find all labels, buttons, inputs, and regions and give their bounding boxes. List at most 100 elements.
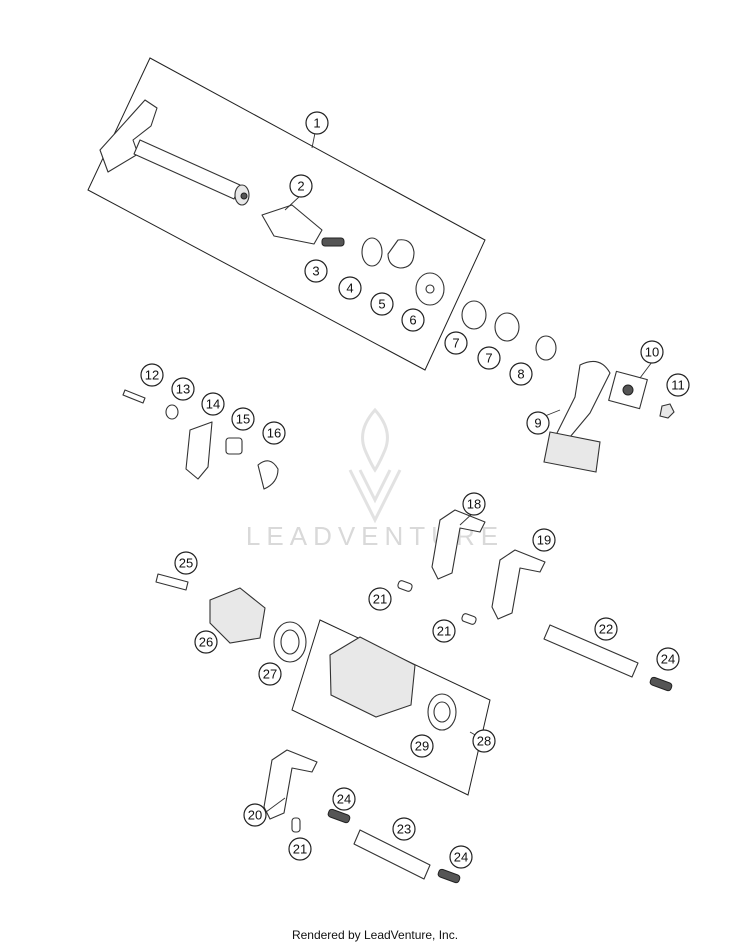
callout-7a: 7 — [444, 331, 468, 355]
callout-2: 2 — [289, 174, 313, 198]
shift-drum-part — [329, 636, 416, 718]
spring-part-24b — [327, 808, 351, 824]
callout-14: 14 — [201, 392, 225, 416]
svg-text:2: 2 — [297, 179, 304, 194]
svg-text:16: 16 — [267, 426, 281, 441]
spring-part-5 — [387, 239, 415, 269]
svg-text:5: 5 — [378, 297, 385, 312]
assembly-frame-1 — [87, 57, 486, 371]
pin-part-21c — [291, 817, 301, 833]
svg-text:9: 9 — [534, 416, 541, 431]
callout-9: 9 — [526, 411, 550, 435]
svg-text:29: 29 — [415, 739, 429, 754]
callout-21b: 21 — [432, 619, 456, 643]
rod-part-22 — [543, 624, 639, 678]
shift-lever-part — [543, 360, 611, 473]
bolt-part-11 — [659, 403, 675, 419]
svg-text:7: 7 — [485, 351, 492, 366]
svg-text:3: 3 — [312, 264, 319, 279]
callout-26: 26 — [194, 630, 218, 654]
callout-13: 13 — [171, 377, 195, 401]
svg-text:28: 28 — [477, 734, 491, 749]
callout-12: 12 — [140, 363, 164, 387]
callout-20: 20 — [243, 803, 267, 827]
svg-text:21: 21 — [293, 842, 307, 857]
spring-part-24a — [649, 676, 673, 692]
svg-text:20: 20 — [248, 808, 262, 823]
rod-part-23 — [353, 829, 431, 880]
svg-text:26: 26 — [199, 635, 213, 650]
svg-text:10: 10 — [645, 345, 659, 360]
svg-text:8: 8 — [517, 367, 524, 382]
callout-29: 29 — [410, 734, 434, 758]
callout-23: 23 — [392, 817, 416, 841]
callout-16: 16 — [262, 421, 286, 445]
svg-text:6: 6 — [409, 313, 416, 328]
svg-text:19: 19 — [537, 533, 551, 548]
callout-3: 3 — [304, 259, 328, 283]
assembly-frame-28 — [291, 619, 491, 796]
svg-text:21: 21 — [437, 624, 451, 639]
spring-part-16 — [257, 460, 279, 490]
svg-text:27: 27 — [263, 667, 277, 682]
callout-10: 10 — [640, 340, 664, 364]
callout-11: 11 — [666, 373, 690, 397]
callout-28: 28 — [472, 729, 496, 753]
shift-shaft-part — [99, 99, 250, 206]
svg-text:21: 21 — [373, 592, 387, 607]
pin-part-21b — [461, 613, 477, 625]
callout-18: 18 — [462, 492, 486, 516]
callout-7b: 7 — [477, 346, 501, 370]
svg-text:24: 24 — [454, 850, 468, 865]
svg-text:1: 1 — [313, 116, 320, 131]
svg-text:24: 24 — [337, 792, 351, 807]
bushing-part-15 — [225, 437, 243, 455]
svg-text:15: 15 — [236, 412, 250, 427]
svg-text:24: 24 — [661, 652, 675, 667]
callout-1: 1 — [305, 111, 329, 135]
svg-text:14: 14 — [206, 397, 220, 412]
bearing-part-8 — [535, 335, 557, 361]
callout-25: 25 — [174, 551, 198, 575]
lever-part-14 — [185, 421, 213, 480]
callout-21c: 21 — [288, 837, 312, 861]
svg-text:11: 11 — [671, 378, 685, 393]
collar-part-4 — [361, 237, 383, 267]
washer-part-13 — [165, 404, 179, 420]
callout-19: 19 — [532, 528, 556, 552]
svg-text:4: 4 — [346, 281, 353, 296]
shift-fork-part-18 — [431, 509, 486, 580]
callout-24a: 24 — [656, 647, 680, 671]
callout-27: 27 — [258, 662, 282, 686]
svg-text:7: 7 — [452, 336, 459, 351]
callout-21a: 21 — [368, 587, 392, 611]
shift-drum-cam-part-26 — [209, 587, 266, 644]
bushing-part-7a — [461, 300, 487, 330]
plate-part — [261, 204, 323, 245]
svg-text:18: 18 — [467, 497, 481, 512]
spring-part-24c — [437, 868, 461, 884]
svg-text:13: 13 — [176, 382, 190, 397]
callout-8: 8 — [509, 362, 533, 386]
callout-24b: 24 — [332, 787, 356, 811]
shift-fork-part-19 — [491, 549, 546, 620]
watermark-logo-icon — [348, 407, 402, 524]
callout-5: 5 — [370, 292, 394, 316]
footer-credit: Rendered by LeadVenture, Inc. — [291, 928, 459, 942]
pin-part-21a — [397, 580, 413, 592]
bushing-part-7b — [494, 312, 520, 342]
bolt-part-12 — [122, 389, 146, 404]
callout-22: 22 — [594, 617, 618, 641]
callout-15: 15 — [231, 407, 255, 431]
svg-text:23: 23 — [397, 822, 411, 837]
spring-part-3 — [321, 237, 345, 247]
bolt-part-25 — [155, 573, 189, 591]
callout-24c: 24 — [449, 845, 473, 869]
callout-6: 6 — [401, 308, 425, 332]
leader-lines — [265, 132, 653, 813]
svg-text:12: 12 — [145, 368, 159, 383]
callout-4: 4 — [338, 276, 362, 300]
svg-text:25: 25 — [179, 556, 193, 571]
shift-fork-part-20 — [263, 749, 318, 820]
